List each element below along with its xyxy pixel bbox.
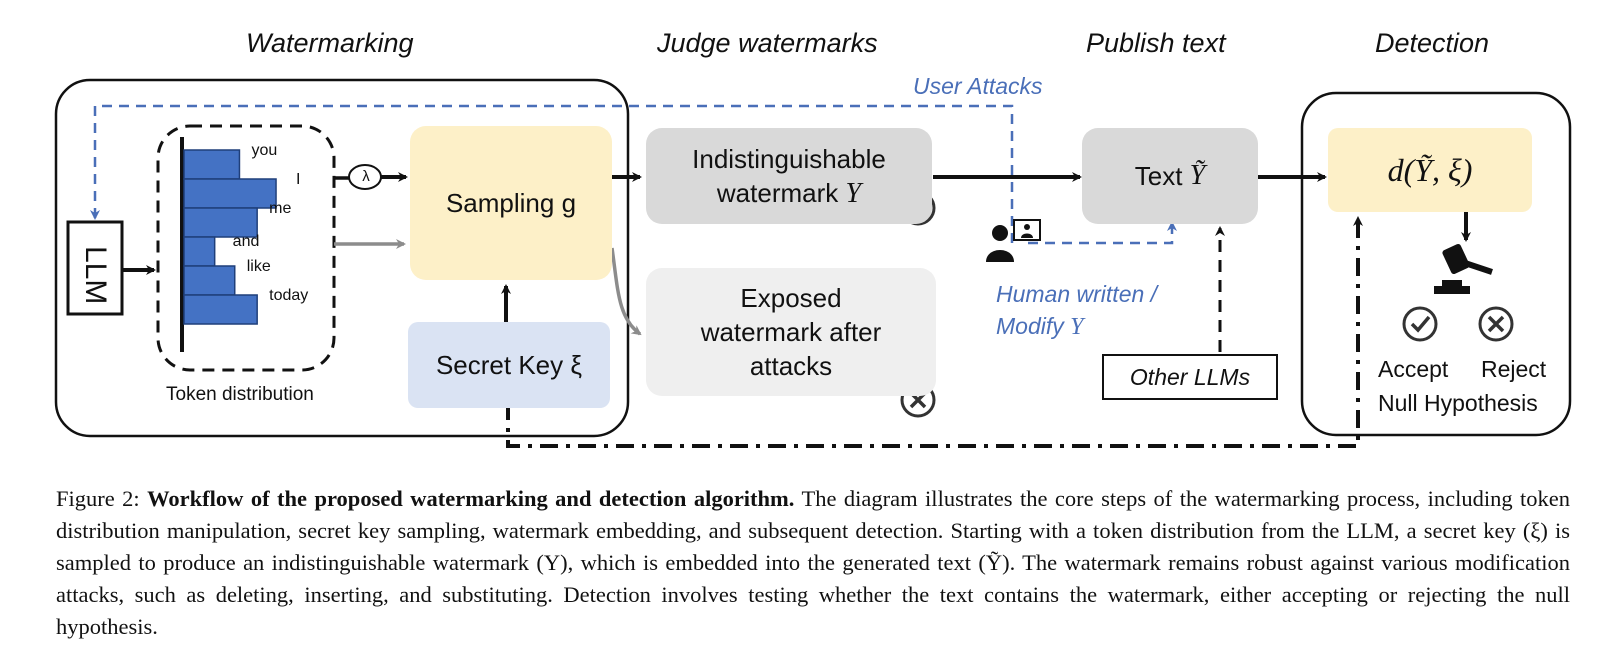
human-written-line2: Modify xyxy=(996,313,1064,339)
token-label: you xyxy=(251,142,278,159)
histogram-bar xyxy=(183,236,216,267)
stage-title-publish: Publish text xyxy=(1086,28,1226,58)
histogram-bar xyxy=(183,149,241,180)
token-distribution-label: Token distribution xyxy=(166,384,314,405)
detector-formula: d(Ỹ, ξ) xyxy=(1387,152,1473,188)
null-hypothesis-label: Null Hypothesis xyxy=(1378,390,1538,416)
watermarking-frame xyxy=(54,78,630,438)
human-written-line1: Human written / xyxy=(996,281,1158,307)
exposed-line1: Exposed xyxy=(740,283,842,313)
reject-label: Reject xyxy=(1481,356,1547,382)
user-attacks-label: User Attacks xyxy=(913,73,1043,99)
secret-key-box: Secret Key ξ xyxy=(408,322,610,408)
workflow-diagram xyxy=(54,78,1572,448)
human-written-line2-wrap: Modify Y xyxy=(996,310,1157,343)
stage-title-detection: Detection xyxy=(1375,28,1490,58)
lambda-label: λ xyxy=(362,168,370,185)
token-label: today xyxy=(269,287,309,304)
published-text-label: Text xyxy=(1134,161,1183,191)
indistinguishable-line2-wrap: watermark Y xyxy=(717,176,861,211)
caption-body: The diagram illustrates the core steps o… xyxy=(56,486,1570,639)
caption-bold: Workflow of the proposed watermarking an… xyxy=(147,486,795,511)
detection-frame xyxy=(1300,91,1572,437)
histogram-bars xyxy=(183,149,277,325)
sampling-box: Sampling g xyxy=(410,126,612,280)
token-distribution-frame xyxy=(156,124,336,372)
token-label: and xyxy=(232,233,260,250)
user-attack-loop xyxy=(90,104,1014,243)
token-label: me xyxy=(269,200,292,217)
histogram-bar xyxy=(183,207,258,238)
stage-title-judge: Judge watermarks xyxy=(657,28,878,58)
published-text-box: Text Ỹ xyxy=(1082,128,1258,224)
llm-box xyxy=(66,220,124,316)
token-label: I xyxy=(296,171,301,188)
accept-label: Accept xyxy=(1378,356,1449,382)
sampling-to-exposed-gray-arrow xyxy=(610,247,642,336)
indistinguishable-watermark-box: Indistinguishable watermark Y xyxy=(646,128,932,224)
exposed-line2: watermark after xyxy=(700,317,882,347)
caption-prefix: Figure 2: xyxy=(56,486,148,511)
key-to-detection-dashdot xyxy=(506,216,1363,448)
indistinguishable-var: Y xyxy=(845,177,862,209)
check-icon-accept xyxy=(1402,306,1438,342)
gavel-icon xyxy=(1434,243,1493,294)
human-written-var: Y xyxy=(1070,314,1084,340)
histogram-bar xyxy=(183,178,277,209)
sampling-label: Sampling g xyxy=(445,188,577,218)
token-label: like xyxy=(246,258,271,275)
published-text-var: Ỹ xyxy=(1189,160,1206,191)
detector-box: d(Ỹ, ξ) xyxy=(1328,128,1532,212)
figure-caption: Figure 2: Workflow of the proposed water… xyxy=(56,483,1570,643)
attacker-icon xyxy=(986,219,1041,262)
human-modify-arrow xyxy=(1028,221,1177,245)
secret-key-label: Secret Key ξ xyxy=(435,350,583,380)
exposed-line3: attacks xyxy=(749,351,833,381)
llm-label: LLM xyxy=(79,246,112,305)
indistinguishable-line1: Indistinguishable xyxy=(692,143,886,174)
other-llms-box: Other LLMs xyxy=(1102,354,1278,400)
histogram-bar xyxy=(183,294,258,325)
indistinguishable-line2: watermark xyxy=(716,177,839,208)
human-written-label: Human written / Modify Y xyxy=(996,278,1157,343)
cross-icon-reject xyxy=(1478,306,1514,342)
histogram-bar xyxy=(183,265,236,296)
stage-title-watermarking: Watermarking xyxy=(246,28,414,58)
exposed-watermark-box: Exposed watermark after attacks xyxy=(646,268,936,396)
